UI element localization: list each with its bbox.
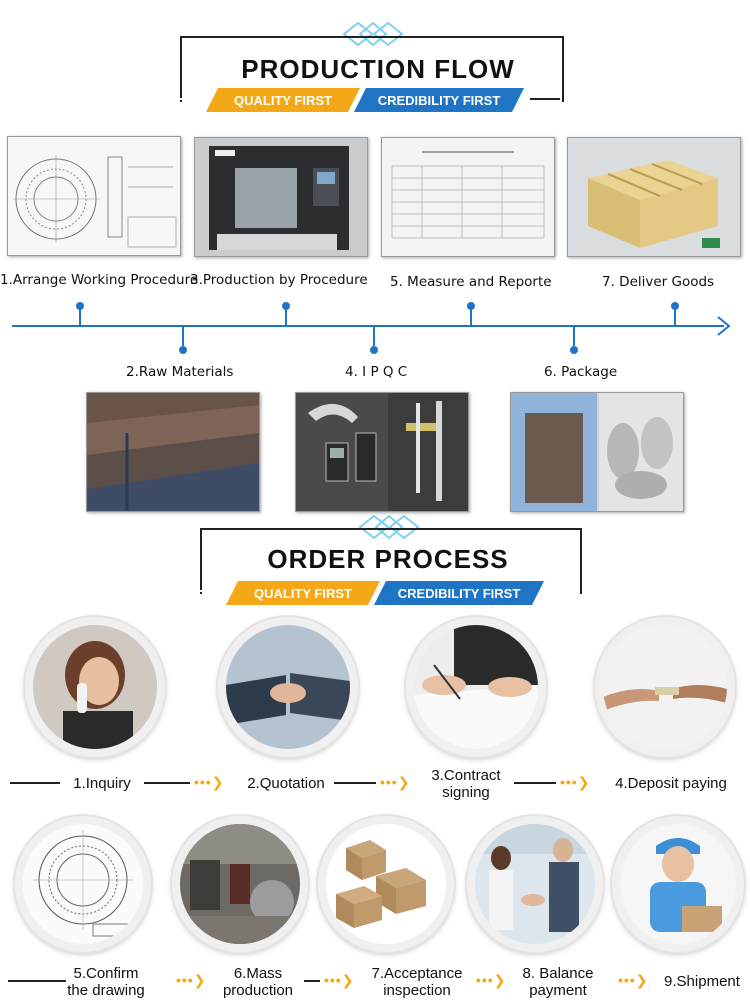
photo-report-sheet: [381, 137, 555, 257]
timeline-dot: [370, 346, 378, 354]
circle-photo-balance-payment: [467, 816, 603, 952]
arrow-right-icon: •••❯: [380, 774, 411, 790]
credibility-first-badge: CREDIBILITY FIRST: [374, 581, 544, 605]
header-frame: [200, 528, 582, 594]
step-quotation: 2.Quotation: [247, 775, 325, 792]
quality-first-badge: QUALITY FIRST: [226, 581, 380, 605]
circle-photo-acceptance: [318, 816, 454, 952]
step-inquiry: 1.Inquiry: [73, 775, 131, 792]
step-arrange-procedure: 1.Arrange Working Procedure: [0, 272, 199, 288]
circle-photo-drawing: [15, 816, 151, 952]
timeline-dot: [76, 302, 84, 310]
timeline-dot: [282, 302, 290, 310]
step-production-by-procedure: 3.Production by Procedure: [190, 272, 368, 288]
circle-photo-deposit: [595, 617, 735, 757]
credibility-first-badge: CREDIBILITY FIRST: [354, 88, 524, 112]
slogan-ribbon: QUALITY FIRST CREDIBILITY FIRST: [226, 581, 544, 605]
circle-photo-mass-production: [172, 816, 308, 952]
timeline-dot: [179, 346, 187, 354]
arrow-right-icon: •••❯: [176, 972, 207, 988]
photo-drawing: [7, 136, 181, 256]
section-title: ORDER PROCESS: [267, 544, 509, 574]
step-ipqc: 4. I P Q C: [345, 364, 408, 380]
step-deliver-goods: 7. Deliver Goods: [602, 274, 715, 290]
page-title: PRODUCTION FLOW: [241, 54, 515, 84]
quality-first-badge: QUALITY FIRST: [206, 88, 360, 112]
timeline-axis: [12, 325, 724, 327]
diamond-ornament-icon: [342, 21, 404, 47]
diamond-ornament-icon: [358, 514, 420, 540]
photo-cnc-machine: [194, 137, 368, 257]
step-shipment: 9.Shipment: [664, 973, 740, 990]
step-raw-materials: 2.Raw Materials: [126, 364, 234, 380]
arrow-right-icon: •••❯: [618, 972, 649, 988]
arrow-right-icon: •••❯: [476, 972, 507, 988]
arrow-right-icon: •••❯: [560, 774, 591, 790]
step-deposit-paying: 4.Deposit paying: [615, 775, 727, 792]
arrow-right-icon: •••❯: [324, 972, 355, 988]
photo-calipers: [295, 392, 469, 512]
step-package: 6. Package: [544, 364, 618, 380]
circle-photo-contract: [406, 617, 546, 757]
circle-photo-quotation: [218, 617, 358, 757]
header-frame: [180, 36, 564, 102]
circle-photo-inquiry: [25, 617, 165, 757]
photo-wooden-crate: [567, 137, 741, 257]
slogan-ribbon: QUALITY FIRST CREDIBILITY FIRST: [206, 88, 524, 112]
arrow-right-icon: •••❯: [194, 774, 225, 790]
step-measure-report: 5. Measure and Reporte: [390, 274, 552, 290]
circle-photo-shipment: [612, 816, 744, 952]
timeline-dot: [570, 346, 578, 354]
timeline-dot: [467, 302, 475, 310]
timeline-arrowhead-icon: [717, 316, 731, 336]
photo-raw-materials: [86, 392, 260, 512]
timeline-dot: [671, 302, 679, 310]
photo-package: [510, 392, 684, 512]
